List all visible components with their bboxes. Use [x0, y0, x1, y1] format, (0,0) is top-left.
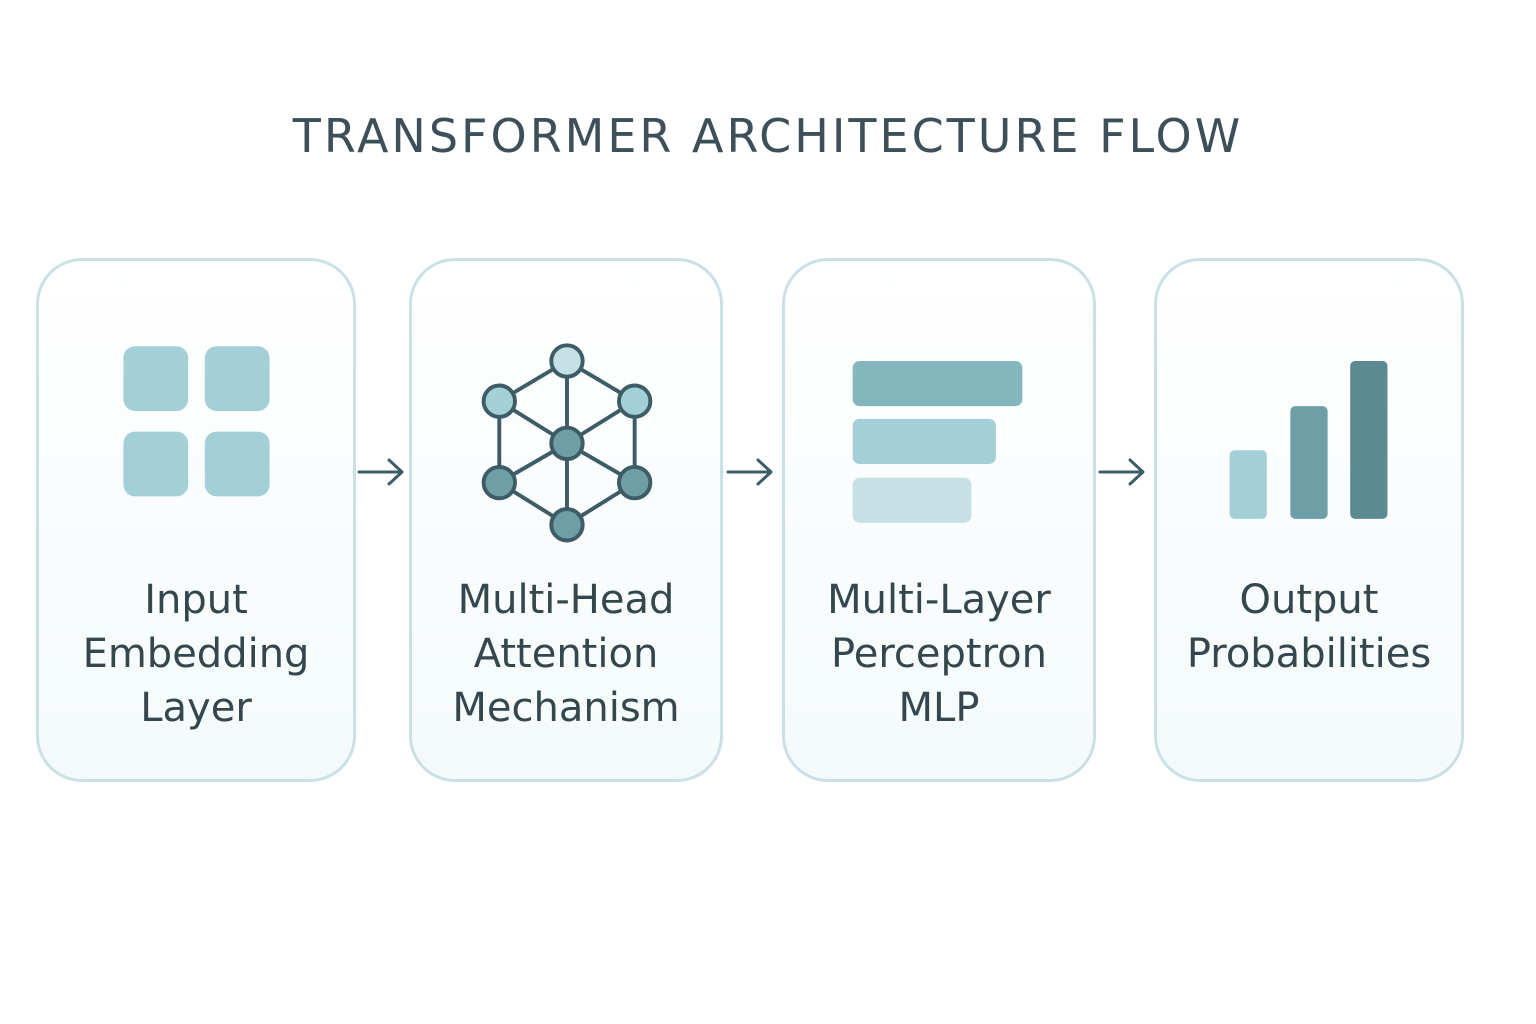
step-label-line: Input — [144, 577, 248, 623]
diagram-title: TRANSFORMER ARCHITECTURE FLOW — [292, 109, 1244, 163]
step-card-input-embedding: Input Embedding Layer — [36, 258, 356, 782]
step-label: Multi-Layer Perceptron MLP — [785, 573, 1093, 735]
step-card-multi-head-attention: Multi-Head Attention Mechanism — [409, 258, 723, 782]
step-label-line: Mechanism — [452, 685, 680, 731]
step-label-line: Output — [1239, 577, 1379, 623]
step-label-line: Multi-Head — [457, 577, 675, 623]
arrow-right-icon — [726, 458, 773, 486]
step-card-mlp: Multi-Layer Perceptron MLP — [782, 258, 1096, 782]
bar-chart-icon — [1229, 360, 1388, 519]
step-label: Multi-Head Attention Mechanism — [412, 573, 720, 735]
step-label-line: Layer — [140, 685, 252, 731]
step-label-line: MLP — [898, 685, 980, 731]
step-label-line: Probabilities — [1186, 631, 1432, 677]
arrow-right-icon — [357, 458, 404, 486]
network-icon — [481, 343, 653, 543]
step-card-output-probabilities: Output Probabilities — [1154, 258, 1464, 782]
step-label: Output Probabilities — [1157, 573, 1461, 681]
grid-icon — [123, 346, 270, 497]
step-label-line: Perceptron — [831, 631, 1047, 677]
stacked-bars-icon — [852, 360, 1023, 523]
step-label-line: Multi-Layer — [827, 577, 1051, 623]
step-label-line: Embedding — [82, 631, 310, 677]
step-label: Input Embedding Layer — [39, 573, 353, 735]
step-label-line: Attention — [473, 631, 659, 677]
arrow-right-icon — [1098, 458, 1145, 486]
